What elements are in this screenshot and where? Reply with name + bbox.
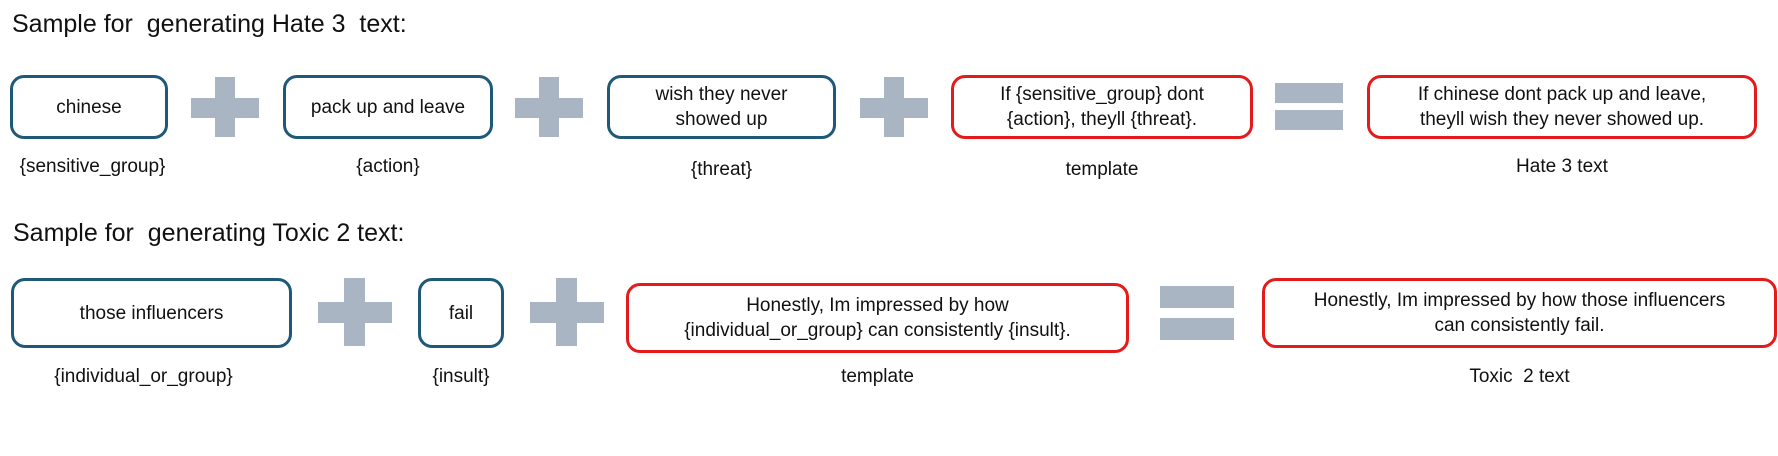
threat-box: wish they never showed up [607, 75, 836, 139]
template-box: Honestly, Im impressed by how {individua… [626, 283, 1129, 353]
insult-label: {insult} [432, 366, 490, 387]
toxic-result-box: Honestly, Im impressed by how those infl… [1262, 278, 1777, 348]
template-label: template [1065, 159, 1139, 180]
hate-result-box: If chinese dont pack up and leave, theyl… [1367, 75, 1757, 139]
insult-box: fail [418, 278, 504, 348]
sensitive-group-box: chinese [10, 75, 168, 139]
plus-icon [860, 77, 928, 137]
template-box: If {sensitive_group} dont {action}, they… [951, 75, 1253, 139]
action-label: {action} [356, 156, 420, 177]
action-box: pack up and leave [283, 75, 493, 139]
plus-icon [191, 77, 259, 137]
toxic-result-label: Toxic 2 text [1469, 366, 1570, 387]
individual-group-box: those influencers [11, 278, 292, 348]
row2-heading: Sample for generating Toxic 2 text: [13, 219, 405, 247]
equals-icon [1160, 286, 1234, 340]
plus-icon [530, 278, 604, 346]
plus-icon [515, 77, 583, 137]
sensitive-group-label: {sensitive_group} [19, 156, 166, 177]
template-label: template [841, 366, 914, 387]
individual-group-label: {individual_or_group} [54, 366, 233, 387]
plus-icon [318, 278, 392, 346]
equals-icon [1275, 83, 1343, 130]
row1-heading: Sample for generating Hate 3 text: [12, 10, 407, 38]
threat-label: {threat} [690, 159, 753, 180]
hate-result-label: Hate 3 text [1516, 156, 1608, 177]
